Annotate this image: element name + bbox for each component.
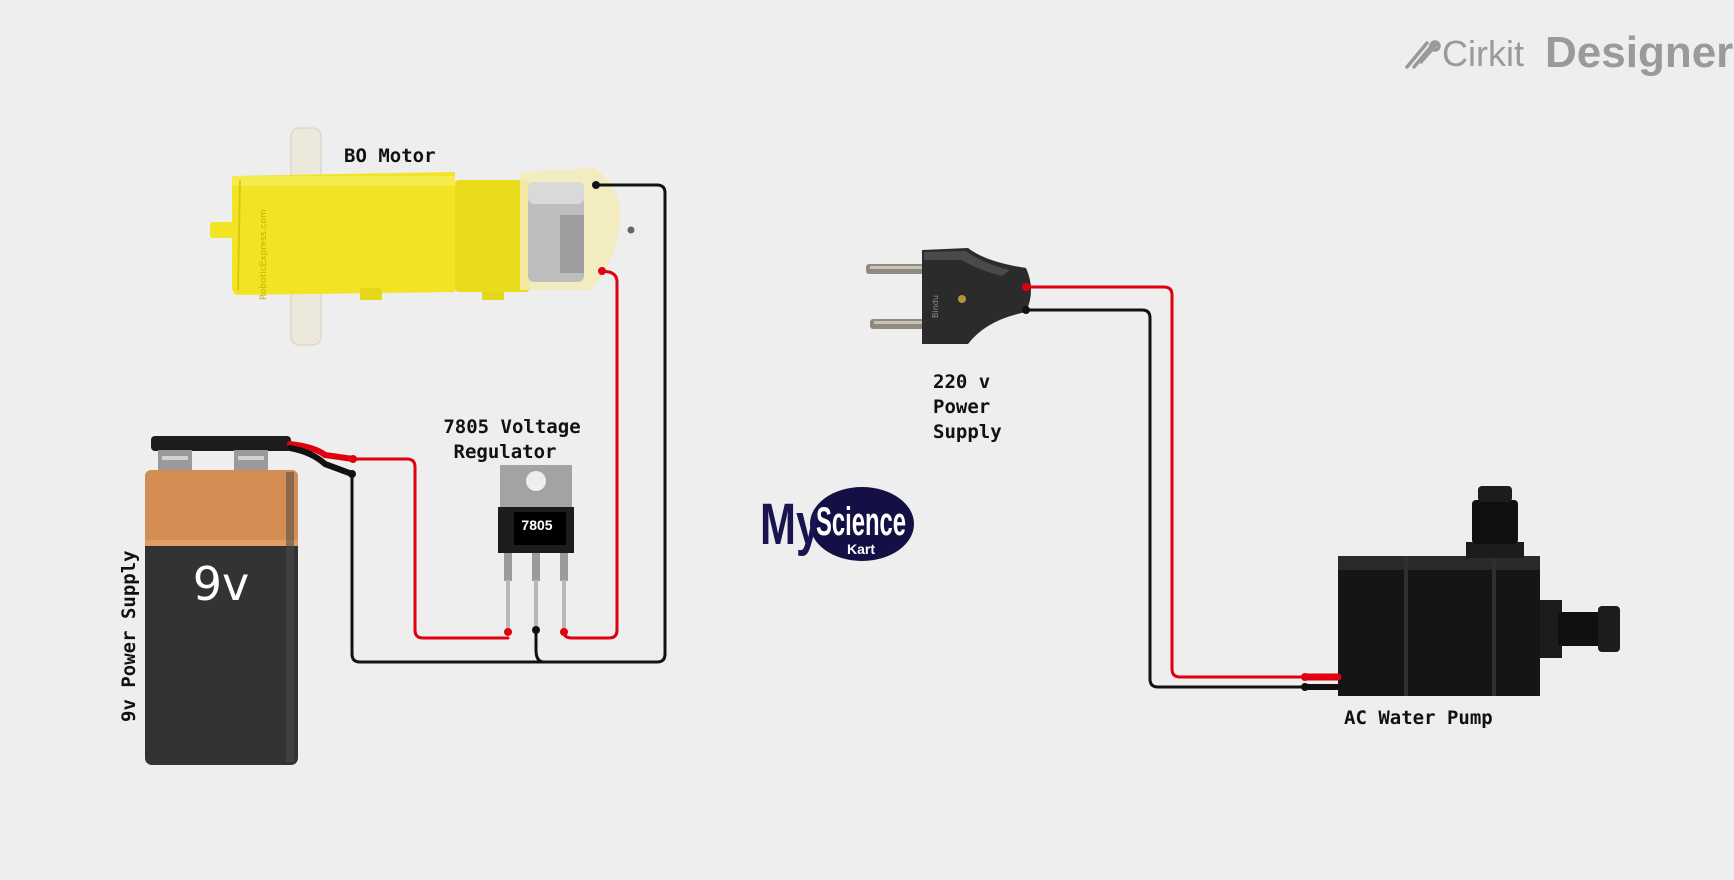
wire-battery-ground-to-regulator-gnd[interactable]: [350, 472, 538, 664]
regulator-lead: [534, 580, 538, 630]
regulator-lead: [506, 580, 510, 630]
regulator-pin-in[interactable]: [504, 553, 512, 581]
motor-foot: [360, 288, 382, 300]
logo-science-text: Science: [816, 500, 906, 544]
plug-screw: [958, 295, 966, 303]
myscience-kart-logo: My Science Kart: [760, 487, 914, 561]
brand-designer-text: Designer: [1545, 28, 1733, 77]
battery-voltage-text: 9v: [193, 557, 250, 611]
wire-plug-live-to-pump[interactable]: [1024, 285, 1334, 679]
wires: [287, 183, 1342, 690]
regulator-label-line2: Regulator: [454, 441, 557, 463]
plug-label-line1: 220 v: [933, 371, 990, 393]
connection-points: [348, 181, 1309, 691]
plug-neutral-terminal[interactable]: [1022, 306, 1030, 314]
pump-inlet-tip: [1598, 606, 1620, 652]
voltage-regulator-7805[interactable]: 7805 7805 Voltage Regulator: [443, 416, 581, 630]
wire-plug-neutral-to-pump[interactable]: [1024, 308, 1334, 689]
pump-live-terminal[interactable]: [1301, 673, 1309, 681]
wire-ground-to-motor-negative[interactable]: [534, 183, 667, 664]
battery-terminal: [234, 450, 268, 472]
motor-bolt: [627, 226, 635, 234]
bo-motor-label: BO Motor: [344, 145, 436, 167]
ac-water-pump[interactable]: AC Water Pump: [1338, 486, 1620, 729]
bo-motor[interactable]: RoboticExpress.com BO Motor: [210, 127, 635, 346]
pump-outlet-tip: [1478, 486, 1512, 502]
battery-positive-terminal[interactable]: [349, 455, 357, 463]
motor-negative-terminal[interactable]: [592, 181, 600, 189]
logo-oval: [810, 487, 914, 561]
wire-regulator-out-to-motor-positive[interactable]: [562, 269, 619, 640]
regulator-out-terminal[interactable]: [560, 628, 568, 636]
battery-negative-terminal[interactable]: [348, 470, 356, 478]
pump-inlet: [1558, 612, 1602, 646]
regulator-pin-out[interactable]: [560, 553, 568, 581]
regulator-chip-text: 7805: [521, 517, 552, 533]
motor-watermark: RoboticExpress.com: [259, 209, 269, 300]
pump-ring: [1492, 556, 1496, 696]
pump-neutral-terminal[interactable]: [1301, 683, 1309, 691]
plug-brand: Bindu: [931, 295, 940, 318]
pump-inlet-base: [1540, 600, 1562, 658]
motor-can-highlight: [528, 182, 584, 204]
regulator-lead: [562, 580, 566, 630]
regulator-chip-face: [514, 512, 566, 545]
battery-top-band: [145, 470, 298, 546]
plug-pin-highlight: [870, 266, 924, 269]
regulator-in-terminal[interactable]: [504, 628, 512, 636]
plug-body-highlight: [924, 251, 1010, 276]
battery-snap: [151, 436, 291, 451]
regulator-pin-gnd[interactable]: [532, 553, 540, 581]
brand-cirkit-text: Cirkit: [1442, 33, 1524, 74]
plug-pin-highlight: [874, 321, 924, 324]
regulator-label-line1: 7805 Voltage: [443, 416, 580, 438]
pen-icon: [1405, 40, 1441, 69]
battery-shading: [286, 472, 294, 762]
battery-ground-lead: [287, 445, 355, 477]
battery-label: 9v Power Supply: [118, 550, 140, 722]
battery-terminal: [158, 450, 192, 472]
motor-collar: [455, 180, 530, 292]
battery-terminal-detail: [238, 456, 264, 460]
plug-live-terminal[interactable]: [1022, 283, 1030, 291]
motor-gearbox-edge: [237, 179, 241, 291]
pump-body-highlight: [1338, 556, 1540, 570]
ac-power-plug[interactable]: Bindu 220 v Power Supply: [866, 248, 1031, 443]
pump-body: [1338, 556, 1540, 696]
plug-label-line2: Power: [933, 396, 990, 418]
wire-regulator-gnd-junction[interactable]: [534, 628, 546, 664]
regulator-gnd-terminal[interactable]: [532, 626, 540, 634]
battery-positive-lead: [287, 441, 356, 462]
motor-gearbox: [232, 172, 455, 295]
pump-outlet-base: [1466, 542, 1524, 558]
pump-ring: [1404, 556, 1408, 696]
logo-my-text: My: [760, 492, 820, 557]
pump-label: AC Water Pump: [1344, 707, 1493, 729]
plug-label-line3: Supply: [933, 421, 1002, 443]
battery-terminal-detail: [162, 456, 188, 460]
battery-band-edge: [145, 540, 298, 546]
wire-battery-positive-to-regulator-in[interactable]: [351, 457, 510, 640]
motor-gearbox-highlight: [232, 176, 455, 186]
regulator-mount-hole: [526, 471, 546, 491]
battery-9v[interactable]: 9v 9v Power Supply: [118, 436, 298, 765]
pump-outlet: [1472, 500, 1518, 544]
motor-positive-terminal[interactable]: [598, 267, 606, 275]
motor-can-shadow: [560, 215, 584, 273]
cirkit-designer-logo: Cirkit Designer: [1405, 28, 1733, 77]
logo-kart-text: Kart: [847, 541, 875, 557]
